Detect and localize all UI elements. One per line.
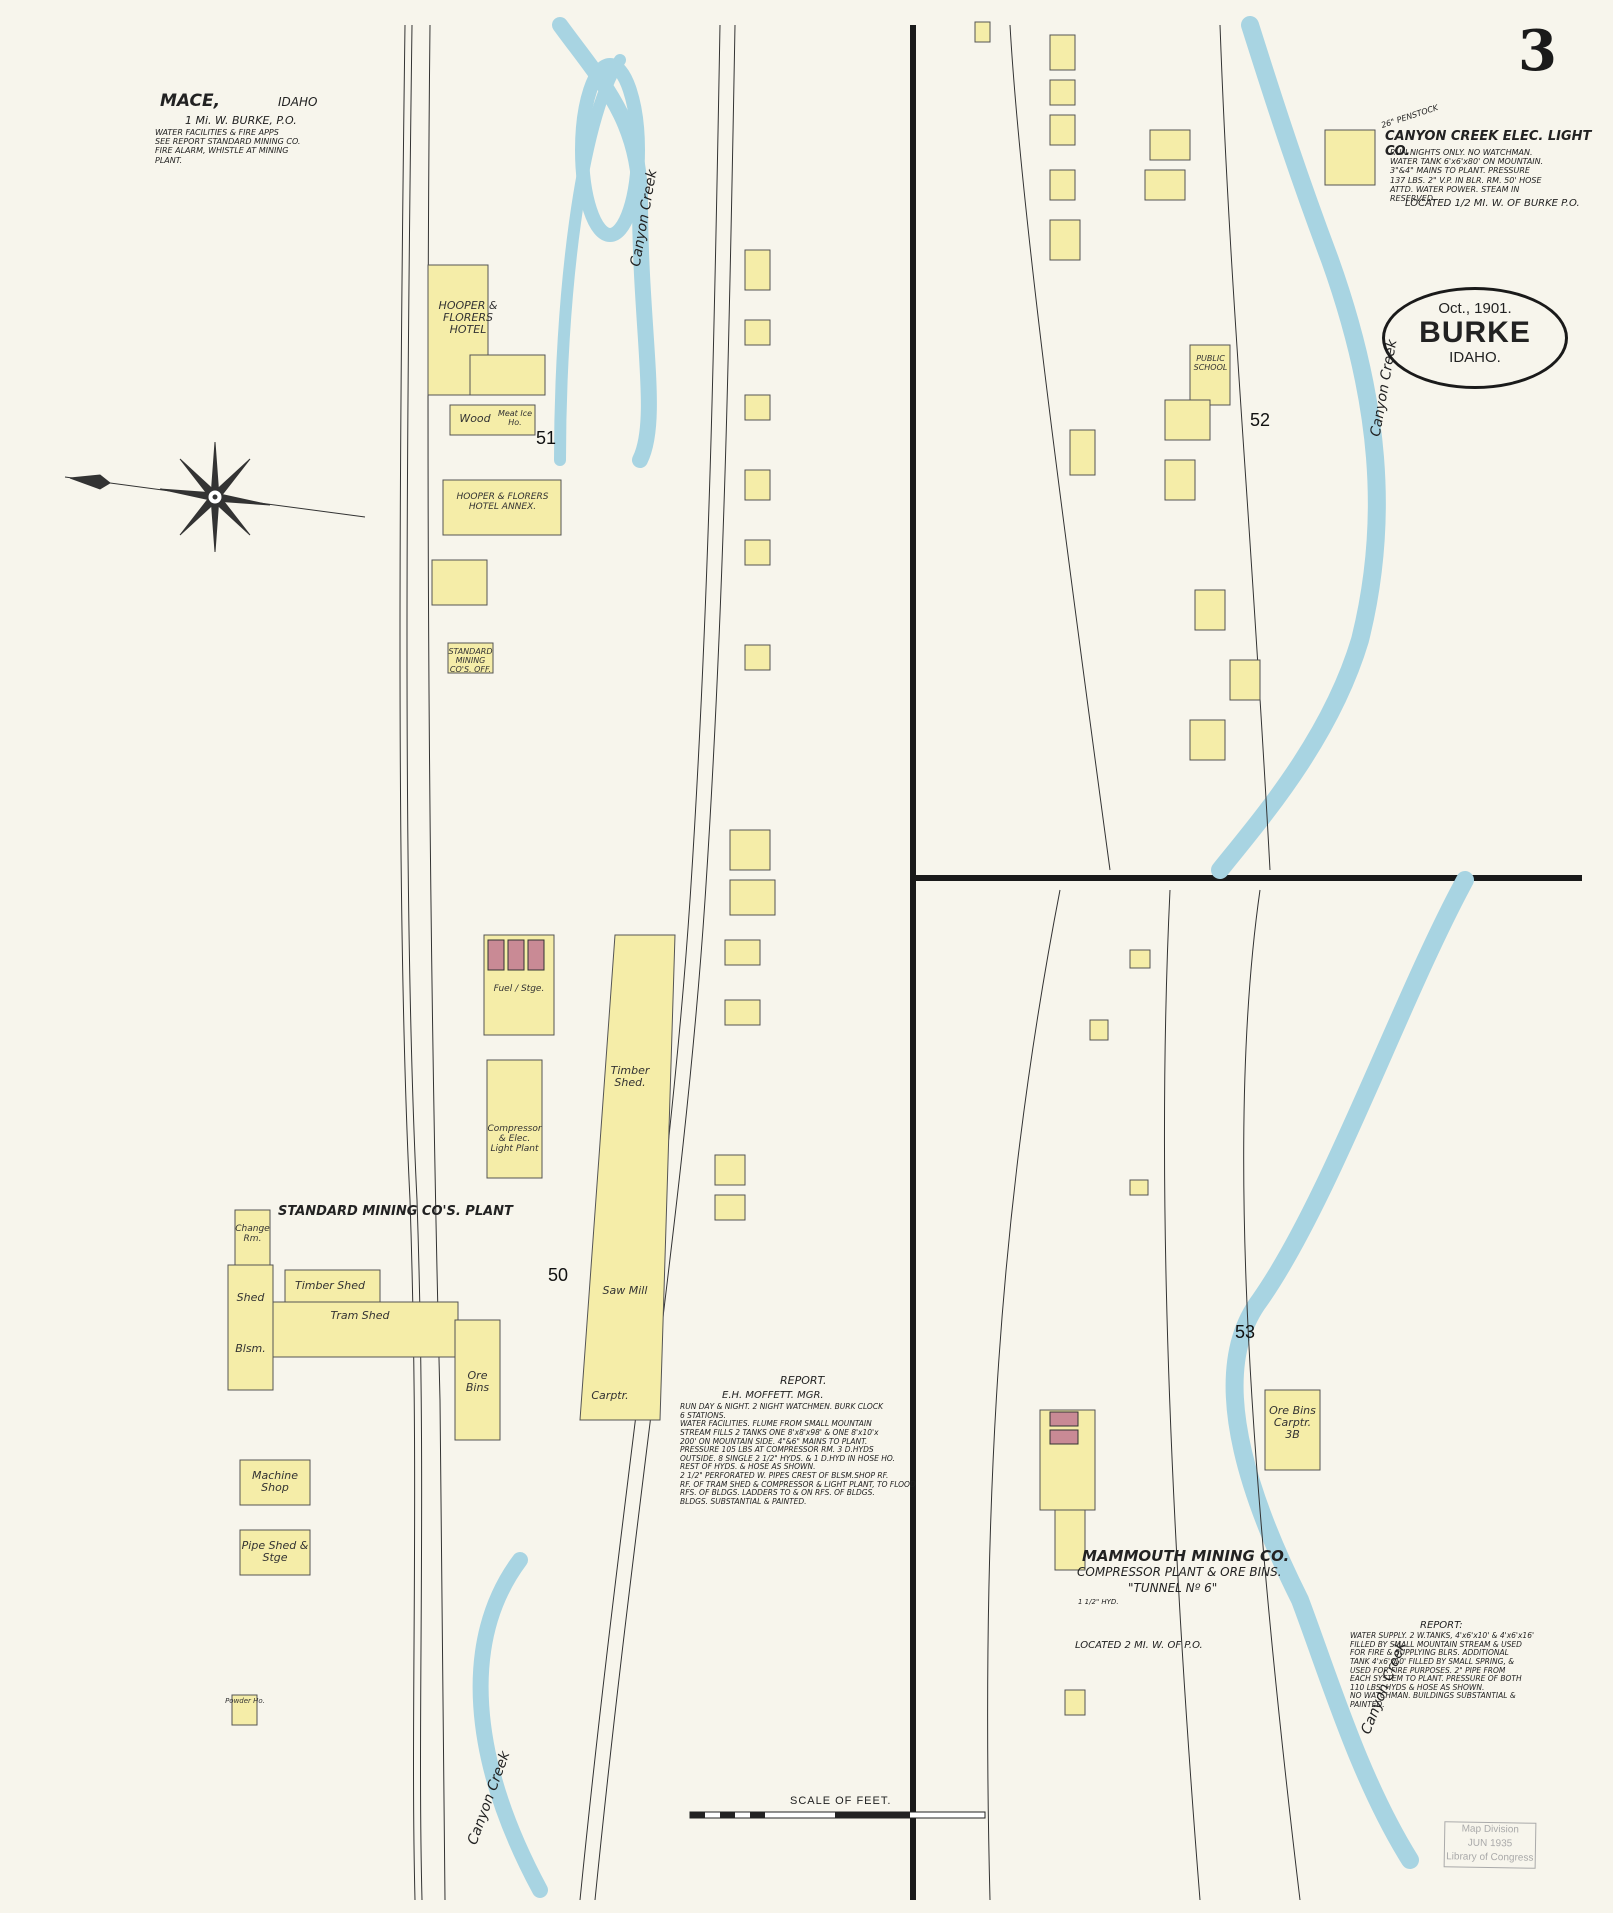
bldg-carptr: Carptr. xyxy=(591,1389,629,1402)
mace-location: 1 Mi. W. BURKE, P.O. xyxy=(185,114,297,127)
railroad-lines xyxy=(399,24,1301,1901)
bldg-saw-mill: Saw Mill xyxy=(602,1284,648,1297)
mammoth-located: LOCATED 2 MI. W. OF P.O. xyxy=(1075,1640,1203,1651)
bldg-timber-shed-large: Timber Shed. xyxy=(610,1064,650,1090)
mammoth-hyd: 1 1/2" HYD. xyxy=(1078,1598,1119,1606)
standard-report-text: RUN DAY & NIGHT. 2 NIGHT WATCHMEN. BURK … xyxy=(680,1402,916,1506)
bldg-hotel-annex: HOOPER & FLORERS HOTEL ANNEX. xyxy=(456,492,549,512)
mammoth-report-text: WATER SUPPLY. 2 W.TANKS, 4'x6'x10' & 4'x… xyxy=(1350,1631,1535,1709)
bldg-meat-ice: Meat Ice Ho. xyxy=(497,409,533,427)
mammoth-report-title: REPORT: xyxy=(1420,1620,1463,1631)
bldg-hooper-hotel: HOOPER & FLORERS HOTEL xyxy=(438,299,498,337)
bldg-tram-shed: Tram Shed xyxy=(330,1309,390,1322)
dwellings xyxy=(714,21,1261,1221)
elec-light-text: RUN NIGHTS ONLY. NO WATCHMAN. WATER TANK… xyxy=(1390,148,1544,203)
frame-buildings xyxy=(227,129,1376,1726)
standard-report-manager: E.H. MOFFETT. MGR. xyxy=(722,1390,824,1401)
standard-plant-label: STANDARD MINING CO'S. PLANT xyxy=(278,1204,513,1219)
mace-note-text: WATER FACILITIES & FIRE APPS SEE REPORT … xyxy=(155,128,301,165)
mace-state: IDAHO xyxy=(278,95,318,109)
bldg-fuel-storage: Fuel / Stge. xyxy=(493,984,545,994)
mammoth-title: MAMMOUTH MINING CO. xyxy=(1082,1547,1290,1565)
bldg-machine-shop: Machine Shop xyxy=(251,1469,299,1495)
elec-light-located: LOCATED 1/2 MI. W. OF BURKE P.O. xyxy=(1405,198,1580,209)
sheet-number: 3 xyxy=(1518,18,1557,84)
bldg-timber-shed-small: Timber Shed xyxy=(295,1279,365,1292)
block-number-52: 52 xyxy=(1250,410,1271,430)
bldg-blsm: Blsm. xyxy=(235,1342,266,1355)
bldg-public-school: PUBLIC SCHOOL xyxy=(1193,354,1228,372)
bldg-compressor-plant: Compressor & Elec. Light Plant xyxy=(487,1124,542,1154)
title-town: BURKE xyxy=(1419,316,1531,349)
bldg-change-rm: Change Rm. xyxy=(235,1224,270,1244)
bldg-mammoth-ore-bins: Ore Bins Carptr. 3B xyxy=(1269,1404,1316,1442)
block-number-50: 50 xyxy=(548,1265,569,1285)
mammoth-tunnel: "TUNNEL Nº 6" xyxy=(1128,1581,1218,1595)
bldg-wood: Wood xyxy=(459,412,491,425)
mace-title: MACE, xyxy=(160,91,221,111)
title-cartouche: Oct., 1901. BURKE IDAHO. xyxy=(1382,287,1568,389)
scale-bar xyxy=(689,1811,986,1819)
block-number-53: 53 xyxy=(1235,1322,1256,1342)
title-state: IDAHO. xyxy=(1449,349,1501,366)
standard-report-title: REPORT. xyxy=(780,1374,827,1387)
canyon-creek xyxy=(472,16,1474,1898)
compass-rose xyxy=(64,441,366,553)
bldg-powder-ho: Powder Ho. xyxy=(225,1697,265,1705)
bldg-pipe-shed: Pipe Shed & Stge xyxy=(241,1539,309,1565)
mammoth-subtitle: COMPRESSOR PLANT & ORE BINS. xyxy=(1077,1565,1282,1579)
bldg-shed: Shed xyxy=(236,1291,265,1304)
bldg-ore-bins: Ore Bins xyxy=(465,1369,490,1395)
bldg-standard-office: STANDARD MINING CO'S. OFF. xyxy=(448,647,493,674)
block-number-51: 51 xyxy=(536,428,557,448)
title-date: Oct., 1901. xyxy=(1438,300,1512,317)
scale-label: SCALE OF FEET. xyxy=(790,1795,892,1807)
brick-boilers xyxy=(487,939,1079,1445)
library-stamp: Map Division JUN 1935 Library of Congres… xyxy=(1443,1821,1537,1869)
elec-light-title: CANYON CREEK ELEC. LIGHT CO. xyxy=(1385,129,1592,159)
